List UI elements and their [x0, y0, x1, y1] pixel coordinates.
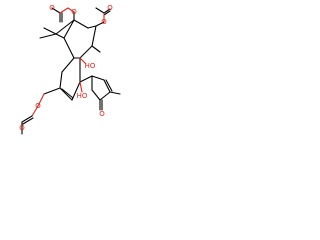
atom-label-ester-carbonyl-o: O — [19, 124, 25, 132]
acetate-group-top-left — [51, 7, 75, 23]
atom-label-o4: O — [71, 8, 77, 16]
acetate-group-top-right — [95, 7, 111, 27]
atom-label-o3: O — [107, 4, 113, 12]
ketone-group — [99, 99, 103, 111]
atom-label-oh-top: HO — [85, 62, 96, 70]
atom-label-ester-o: O — [35, 102, 41, 110]
atom-label-o2: O — [101, 18, 107, 26]
acetate-group-bottom-left — [21, 87, 61, 135]
atom-label-o1: O — [49, 4, 55, 12]
molecule-structure-diagram: O O O O HO HO O O O — [0, 0, 150, 150]
atom-label-oh-mid: HO — [77, 92, 88, 100]
ring-system-lower-right — [91, 75, 121, 101]
molecule-svg: O O O O HO HO O O O — [19, 4, 121, 135]
atom-label-ketone: O — [99, 110, 105, 118]
ring-system-middle — [59, 57, 93, 101]
ring-system-upper — [39, 19, 101, 59]
hydroxyl-bonds — [79, 57, 87, 93]
